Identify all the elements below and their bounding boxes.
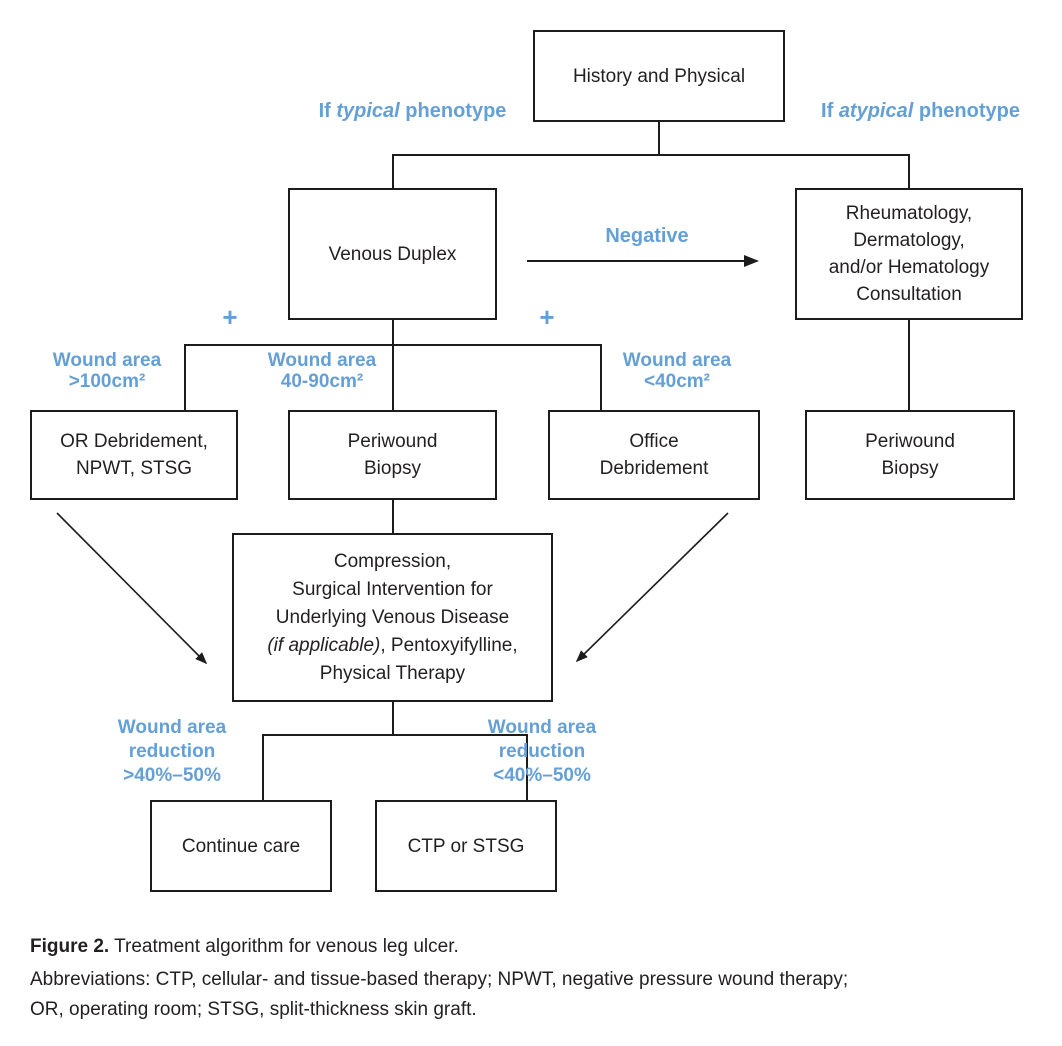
node-ctp-or-stsg: CTP or STSG	[375, 800, 557, 892]
label-reduction-lt40-50: Wound area reduction <40%–50%	[462, 716, 622, 788]
label-text: Wound area	[267, 350, 377, 371]
node-compression-plan: Compression, Surgical Intervention for U…	[232, 533, 553, 702]
connector-mid-branch	[184, 344, 602, 346]
label-text: <40%–50%	[493, 765, 591, 786]
connector-venous-stem	[392, 318, 394, 412]
node-label: History and Physical	[572, 65, 746, 87]
label-text: >40%–50%	[123, 765, 221, 786]
connector-drop-ctp	[526, 734, 528, 802]
connector-drop-venous	[392, 154, 394, 190]
node-label: Surgical Intervention for	[292, 578, 493, 600]
node-consultation: Rheumatology, Dermatology, and/or Hemato…	[795, 188, 1023, 320]
connector-top-branch	[392, 154, 910, 156]
connector-bottom-branch	[262, 734, 528, 736]
figure-caption-abbrev-2: OR, operating room; STSG, split-thicknes…	[30, 999, 477, 1020]
node-label: Underlying Venous Disease	[275, 606, 510, 628]
label-text: reduction	[128, 741, 216, 762]
node-label: and/or Hematology	[828, 257, 990, 278]
node-label: Periwound	[347, 431, 438, 452]
label-text: Wound area	[487, 717, 597, 738]
node-office-debridement: Office Debridement	[548, 410, 760, 500]
label-text: Wound area	[52, 350, 162, 371]
label-wound-area-gt100: Wound area >100cm²	[27, 350, 187, 392]
node-label: Periwound	[865, 431, 955, 452]
connector-biopsy-compression	[392, 498, 394, 535]
connector-drop-or-debridement	[184, 344, 186, 412]
label-text: phenotype	[913, 100, 1020, 122]
label-text: If	[821, 100, 839, 122]
connector-history-stem	[658, 120, 660, 156]
label-text-italic: typical	[336, 100, 400, 122]
node-history-and-physical: History and Physical	[533, 30, 785, 122]
node-label: Biopsy	[363, 458, 422, 479]
connector-drop-consultation	[908, 154, 910, 190]
node-periwound-biopsy-right: Periwound Biopsy	[805, 410, 1015, 500]
node-continue-care: Continue care	[150, 800, 332, 892]
label-text: <40cm²	[643, 371, 711, 392]
label-text: reduction	[498, 741, 586, 762]
connector-compression-stem	[392, 700, 394, 736]
node-label: Continue care	[181, 835, 301, 857]
label-text: >100cm²	[68, 371, 146, 392]
label-text: Wound area	[117, 717, 227, 738]
node-label: Physical Therapy	[319, 662, 466, 684]
node-label: Biopsy	[881, 458, 939, 479]
node-label: Venous Duplex	[328, 243, 457, 265]
label-if-atypical-phenotype: If atypical phenotype	[808, 99, 1033, 123]
node-label: (if applicable), Pentoxyifylline,	[267, 632, 517, 660]
figure-caption-abbrev-1: Abbreviations: CTP, cellular- and tissue…	[30, 969, 849, 990]
node-label: Dermatology,	[853, 230, 965, 251]
node-label: Office	[629, 431, 679, 452]
node-label: OR Debridement,	[60, 431, 208, 452]
node-venous-duplex: Venous Duplex	[288, 188, 497, 320]
label-wound-area-40-90: Wound area 40-90cm²	[242, 350, 402, 392]
label-text: phenotype	[399, 100, 507, 122]
caption-figure-label: Figure 2.	[30, 936, 110, 957]
label-text-italic: atypical	[838, 100, 914, 122]
connector-drop-office	[600, 344, 602, 412]
caption-figure-text: Treatment algorithm for venous leg ulcer…	[109, 936, 459, 957]
connector-drop-continue	[262, 734, 264, 802]
label-negative: Negative	[605, 225, 689, 247]
node-label: Compression,	[333, 550, 452, 572]
label-reduction-gt40-50: Wound area reduction >40%–50%	[92, 716, 252, 788]
node-periwound-biopsy-left: Periwound Biopsy	[288, 410, 497, 500]
plus-sign-right: +	[539, 302, 555, 332]
node-label: , Pentoxyifylline,	[380, 634, 518, 656]
node-label: CTP or STSG	[407, 835, 525, 857]
label-text: If	[318, 100, 337, 122]
node-label: Rheumatology,	[845, 203, 973, 224]
diagonal-arrow-left	[56, 512, 208, 665]
label-text: 40-90cm²	[280, 371, 364, 392]
connector-consultation-biopsy	[908, 318, 910, 412]
node-label: NPWT, STSG	[75, 458, 193, 479]
node-label: Debridement	[599, 458, 709, 479]
label-if-typical-phenotype: If typical phenotype	[300, 99, 525, 123]
figure-caption-title: Figure 2. Treatment algorithm for venous…	[30, 936, 459, 958]
label-wound-area-lt40: Wound area <40cm²	[597, 350, 757, 392]
node-label: Consultation	[856, 284, 962, 305]
label-text: Wound area	[622, 350, 732, 371]
node-or-debridement: OR Debridement, NPWT, STSG	[30, 410, 238, 500]
diagonal-arrow-right	[575, 512, 729, 663]
node-label-italic: (if applicable)	[267, 634, 381, 656]
plus-sign-left: +	[222, 302, 238, 332]
